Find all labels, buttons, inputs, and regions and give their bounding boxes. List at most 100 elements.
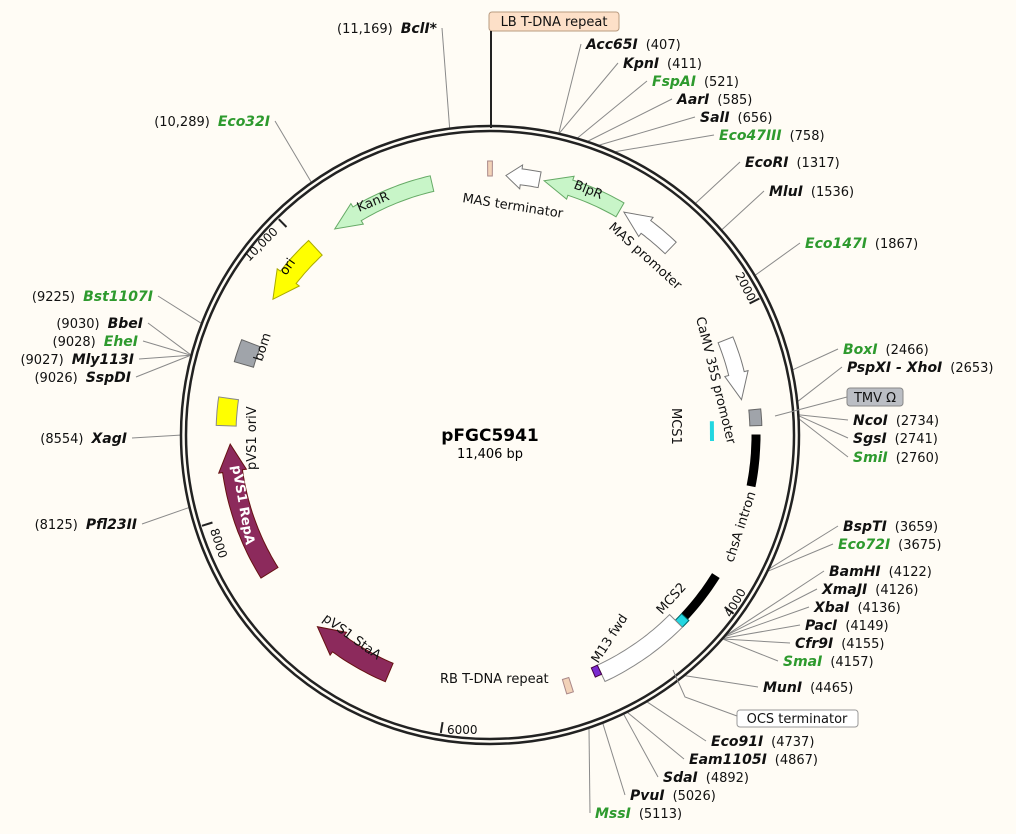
enzyme-leader (599, 116, 696, 146)
enzyme-leader (602, 723, 626, 796)
enzyme-site[interactable]: PacI(4149) (805, 618, 889, 634)
enzyme-site[interactable]: MssI(5113) (595, 806, 682, 822)
tick-mark (278, 218, 288, 228)
lb-repeat-box[interactable] (487, 160, 493, 177)
pvs1-oriv-box[interactable] (215, 396, 240, 427)
enzyme-position: (3659) (895, 520, 938, 535)
enzyme-name: Mly113I (72, 352, 134, 368)
mas-promoter-arrow[interactable] (622, 211, 677, 255)
enzyme-site[interactable]: KpnI(411) (623, 56, 702, 72)
enzyme-position: (4155) (841, 637, 884, 652)
enzyme-label: NcoI(2734) (853, 413, 939, 429)
enzyme-site[interactable]: Eco72I(3675) (838, 537, 941, 553)
enzyme-site[interactable]: SgsI(2741) (853, 431, 938, 447)
pvs1-repa-arrow[interactable] (217, 443, 279, 579)
enzyme-site[interactable]: FspAI(521) (652, 74, 739, 90)
enzyme-label: (9027)Mly113I (20, 352, 134, 368)
enzyme-site[interactable]: BspTI(3659) (843, 519, 938, 535)
enzyme-site[interactable]: Eco147I(1867) (805, 236, 918, 252)
enzyme-site[interactable]: PvuI(5026) (630, 788, 716, 804)
enzyme-name: FspAI (652, 74, 696, 90)
ori-arrow[interactable] (272, 239, 323, 301)
enzyme-label: (11,169)BclI* (337, 21, 438, 37)
enzyme-site[interactable]: (8125)Pfl23II (35, 517, 137, 533)
enzyme-site[interactable]: Eco47III (758) (719, 128, 825, 144)
enzyme-leader (157, 295, 202, 324)
enzyme-position: (4157) (830, 655, 873, 670)
enzyme-site[interactable]: (9026)SspDI (34, 370, 131, 386)
enzyme-site[interactable]: XbaI(4136) (813, 600, 901, 616)
enzyme-label: (8125)Pfl23II (35, 517, 137, 533)
tmv-box[interactable] (748, 408, 763, 427)
enzyme-site[interactable]: (9027)Mly113I (20, 352, 134, 368)
enzyme-site[interactable]: Eam1105I(4867) (689, 752, 818, 768)
enzyme-site[interactable]: (8554)XagI (40, 431, 127, 447)
enzyme-site[interactable]: SmaI(4157) (783, 654, 874, 670)
enzyme-name: EheI (104, 334, 138, 350)
chsa-intron-upper[interactable] (746, 434, 761, 488)
enzyme-position: (407) (646, 38, 681, 53)
enzyme-leader (274, 120, 312, 183)
enzyme-leader (799, 414, 849, 421)
enzyme-site[interactable]: (11,169)BclI* (337, 21, 438, 37)
enzyme-site[interactable]: Acc65I (407) (585, 37, 681, 53)
chsa-intron-lower[interactable] (680, 573, 720, 620)
mas-terminator-label: MAS terminator (461, 191, 564, 222)
enzyme-leader (726, 588, 818, 636)
enzyme-label: Eam1105I(4867) (689, 752, 818, 768)
enzyme-site[interactable]: MluI(1536) (769, 184, 854, 200)
enzyme-label: XbaI(4136) (813, 600, 901, 616)
enzyme-position: (2653) (950, 361, 993, 376)
enzyme-position: (758) (790, 129, 825, 144)
mcs1-label: MCS1 (668, 408, 683, 445)
enzyme-site[interactable]: (9028)EheI (53, 334, 138, 350)
enzyme-leader (558, 43, 582, 133)
enzyme-position: (1867) (875, 237, 918, 252)
enzyme-position: (4867) (775, 753, 818, 768)
enzyme-site[interactable]: NcoI(2734) (853, 413, 939, 429)
enzyme-site[interactable]: EcoRI(1317) (745, 155, 840, 171)
enzyme-site[interactable]: XmaJI(4126) (821, 582, 918, 598)
enzyme-position: (9030) (56, 317, 99, 332)
enzyme-site[interactable]: SmiI(2760) (853, 450, 939, 466)
mas-terminator-arrow[interactable] (505, 164, 542, 190)
enzyme-name: PvuI (630, 788, 665, 804)
enzyme-name: XmaJI (821, 582, 867, 598)
pvs1-staa-arrow[interactable] (316, 626, 394, 683)
enzyme-site[interactable]: AarI(585) (676, 92, 752, 108)
tick-mark (749, 297, 760, 305)
ocs-label[interactable]: OCS terminator (736, 709, 859, 728)
m13-fwd-box[interactable] (590, 664, 603, 678)
enzyme-site[interactable]: (9030)BbeI (56, 316, 143, 332)
enzyme-name: SdaI (663, 770, 698, 786)
enzyme-leader (587, 98, 673, 142)
enzyme-label: BspTI(3659) (843, 519, 938, 535)
enzyme-site[interactable]: (9225)Bst1107I (32, 289, 153, 305)
enzyme-site[interactable]: Cfr9I(4155) (795, 636, 884, 652)
bom-box[interactable] (233, 339, 261, 368)
enzyme-site[interactable]: (10,289)Eco32I (154, 114, 270, 130)
camv35s-arrow[interactable] (717, 336, 749, 401)
enzyme-leader (627, 712, 685, 760)
tmv-label[interactable]: TMV Ω (846, 387, 904, 407)
lb-repeat-label[interactable]: LB T-DNA repeat (488, 11, 620, 32)
enzyme-site[interactable]: BamHI(4122) (829, 564, 932, 580)
enzyme-position: (4737) (771, 735, 814, 750)
enzyme-name: Eco47III (719, 128, 782, 144)
enzyme-site[interactable]: SalI(656) (700, 110, 773, 126)
kanr-arrow[interactable] (333, 175, 435, 230)
enzyme-site[interactable]: MunI(4465) (763, 680, 853, 696)
enzyme-site[interactable]: BoxI(2466) (843, 342, 929, 358)
enzyme-name: Eco91I (711, 734, 763, 750)
lb-repeat-text: LB T-DNA repeat (501, 15, 608, 30)
enzyme-site[interactable]: SdaI(4892) (663, 770, 749, 786)
enzyme-name: Acc65I (585, 37, 638, 53)
enzyme-site[interactable]: PspXI - XhoI(2653) (847, 360, 994, 376)
enzyme-label: BoxI(2466) (843, 342, 929, 358)
enzyme-site[interactable]: Eco91I (4737) (711, 734, 814, 750)
blpr-arrow[interactable] (542, 175, 625, 218)
rb-repeat-box[interactable] (561, 676, 575, 695)
enzyme-label: SmaI(4157) (783, 654, 874, 670)
enzyme-leader (577, 80, 648, 139)
